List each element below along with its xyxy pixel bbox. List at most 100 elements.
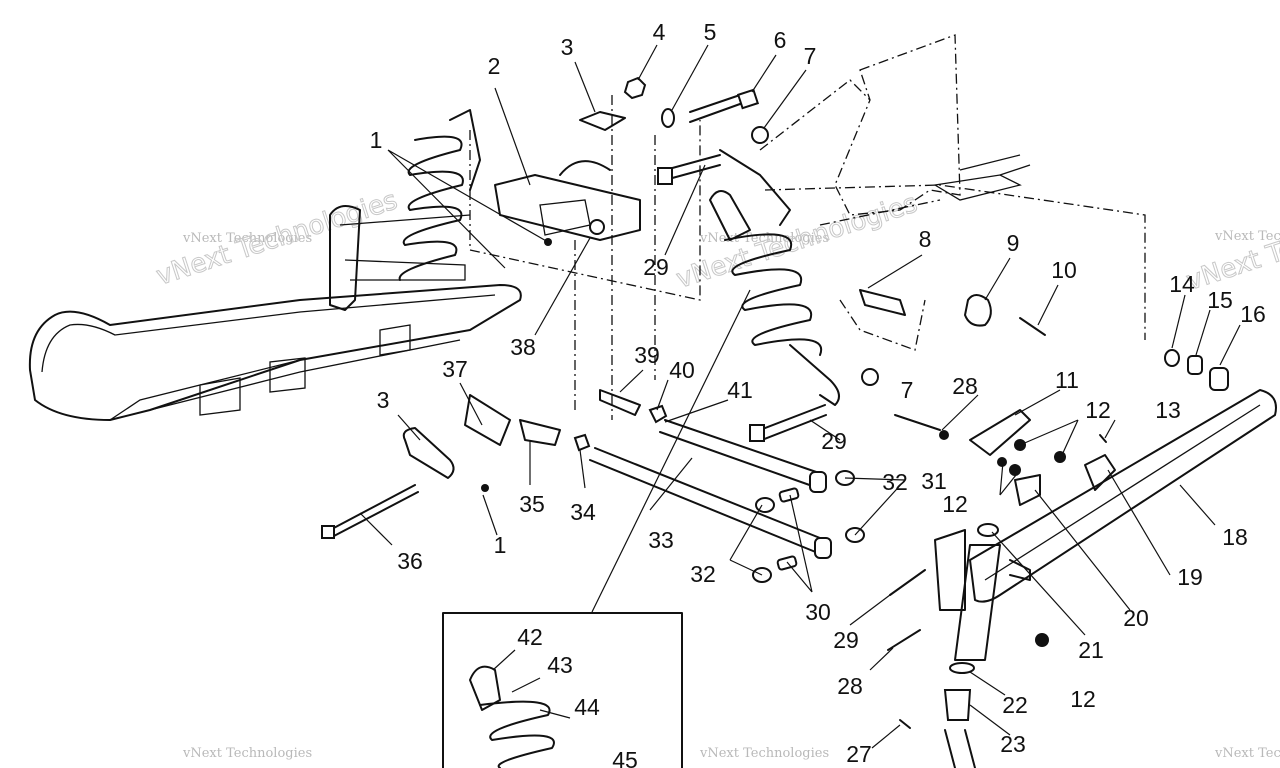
callout-28: 28 [952,373,978,399]
callout-18: 18 [1222,524,1248,550]
rod-end-39 [599,389,641,416]
fitting-13 [1099,434,1107,443]
callout-12: 12 [1070,686,1096,712]
callout-45: 45 [612,747,638,768]
callout-6: 6 [774,27,787,53]
callout-4: 4 [653,19,666,45]
nut-12 [1009,464,1021,476]
callout-16: 16 [1240,301,1266,327]
nut-34 [573,433,591,452]
bolt-36-head [321,525,335,539]
washer-14 [1164,349,1180,367]
washer-31 [939,430,949,440]
bolt-29 [889,569,926,596]
nut-7 [751,126,769,144]
callout-40: 40 [669,357,695,383]
callout-32: 32 [690,561,716,587]
bolt-28 [894,414,941,431]
callout-38: 38 [510,334,536,360]
rod-end-35 [519,419,561,446]
callout-23: 23 [1000,731,1026,757]
plate-3 [402,427,455,479]
pin-10 [1019,317,1046,336]
callout-28: 28 [837,673,863,699]
watermark-text: vNext Technologies [1214,746,1280,761]
ring-22 [949,662,975,674]
callout-39: 39 [634,342,660,368]
washer-31 [997,457,1007,467]
callout-19: 19 [1177,564,1203,590]
watermark-text: vNext Technologies [1214,229,1280,244]
shock-inset [442,612,683,768]
center-shock-absorber [709,149,840,406]
callout-11: 11 [1055,367,1079,393]
callout-7: 7 [804,43,817,69]
callout-31: 31 [921,468,947,494]
callout-36: 36 [397,548,423,574]
parts-left-bottom [321,394,511,539]
callout-37: 37 [442,356,468,382]
ski [28,284,522,421]
callout-15: 15 [1207,287,1233,313]
bushing-16 [1209,367,1229,391]
radius-rods [519,389,865,583]
callout-30: 30 [805,599,831,625]
callout-21: 21 [1078,637,1104,663]
bolt-29-head [749,424,765,442]
watermark-text: vNext Technologies [699,231,829,246]
nut-12 [1054,451,1066,463]
chassis-frame [759,34,1146,340]
callout-43: 43 [547,652,573,678]
spindle-tube [934,523,1001,768]
parts-bolts-lower [481,238,1007,729]
bolt-6-head [736,88,760,110]
callout-29: 29 [833,627,859,653]
trailing-arm [969,389,1277,603]
nut-7 [861,368,879,386]
plate-3 [579,111,626,131]
bolt-29 [664,154,721,181]
bracket-37 [464,394,511,446]
nut-38 [589,219,605,235]
bracket-20 [1014,474,1041,506]
callout-12: 12 [942,491,968,517]
left-coil-spring [398,135,464,281]
callout-1: 1 [370,127,383,153]
bushing-23 [943,689,972,721]
bolt-36 [329,484,419,538]
callout-33: 33 [648,527,674,553]
bolt-29-head [657,167,673,185]
link-11 [969,409,1031,456]
bolt-6 [689,94,741,123]
callout-41: 41 [727,377,753,403]
block-19 [1084,454,1116,491]
callout-3: 3 [561,34,574,60]
left-spindle [329,109,481,311]
callout-20: 20 [1123,605,1149,631]
cap-9 [963,294,992,327]
callout-32: 32 [882,469,908,495]
watermark-text: vNext Technologies [699,746,829,761]
callout-14: 14 [1169,271,1195,297]
nut-4 [623,76,647,100]
washer-5 [661,108,675,128]
callout-3: 3 [377,387,390,413]
callout-2: 2 [488,53,501,79]
link-8 [859,289,906,316]
callout-22: 22 [1002,692,1028,718]
parts-top [574,76,769,420]
callout-29: 29 [821,428,847,454]
callout-10: 10 [1051,257,1077,283]
callout-9: 9 [1007,230,1020,256]
callout-13: 13 [1155,397,1181,423]
watermark-text: vNext Technologies [182,746,312,761]
leader-lines [359,44,1241,749]
callout-34: 34 [570,499,596,525]
bolt-29 [759,404,827,441]
callout-labels: 1 1 2 3 3 4 5 6 7 7 8 9 10 11 12 12 12 1… [370,19,1266,768]
callout-27: 27 [846,741,872,767]
spacer-30 [778,487,800,503]
spacer-30 [776,555,798,571]
bolt-27 [899,719,911,729]
